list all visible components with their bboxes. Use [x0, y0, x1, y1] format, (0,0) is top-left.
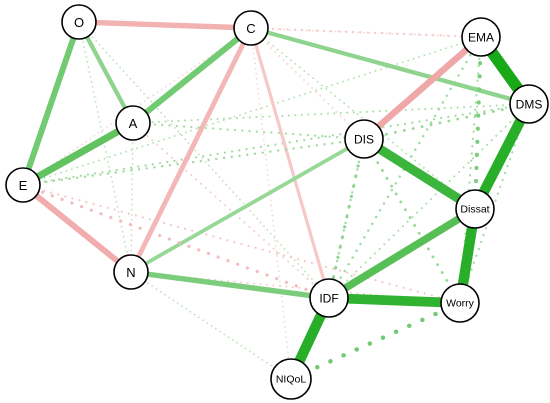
edge-dis-worry [362, 137, 462, 305]
edge-dms-worry [458, 102, 531, 305]
node-circle-dms [509, 84, 549, 124]
edge-idf-worry [324, 293, 465, 308]
node-n: N [113, 254, 149, 290]
edge-ema-worry [458, 35, 483, 305]
edge-c-dms [248, 25, 532, 107]
edge-niqol-worry [288, 300, 463, 382]
node-dissat: Dissat [455, 189, 495, 229]
edge-c-n [128, 25, 254, 275]
node-label-worry: Worry [446, 298, 475, 310]
node-circle-o [61, 4, 97, 40]
edge-c-dis [250, 27, 365, 140]
node-circle-idf [309, 278, 349, 318]
node-e: E [5, 167, 41, 203]
node-label-dissat: Dissat [460, 204, 489, 216]
node-circle-c [233, 10, 269, 46]
node-circle-worry [440, 283, 480, 323]
edge-e-ema [22, 36, 482, 186]
node-circle-e [5, 167, 41, 203]
edge-c-dissat [250, 27, 476, 210]
node-label-e: E [19, 178, 28, 193]
node-circle-n [113, 254, 149, 290]
edge-idf-dissat [325, 205, 479, 302]
edge-idf-dis [327, 137, 366, 300]
node-idf: IDF [309, 278, 349, 318]
node-label-dis: DIS [354, 133, 374, 147]
node-label-o: O [74, 15, 84, 30]
edge-ema-dissat [472, 34, 484, 212]
edge-c-niqol [250, 27, 292, 380]
node-label-a: A [129, 116, 138, 131]
node-o: O [61, 4, 97, 40]
edge-dis-ema [360, 33, 485, 143]
node-niqol: NIQoL [270, 358, 312, 400]
edge-o-n [78, 21, 132, 273]
edge-dms-idf [328, 103, 530, 299]
node-a: A [115, 105, 151, 141]
node-circle-dissat [455, 189, 495, 229]
edge-e-dis [21, 137, 366, 187]
edge-e-worry [21, 183, 462, 305]
edge-a-dms [132, 103, 530, 124]
node-label-dms: DMS [516, 98, 543, 112]
edge-e-n [20, 182, 134, 275]
edge-e-dms [21, 102, 531, 187]
node-label-idf: IDF [319, 292, 338, 306]
node-circle-dis [344, 119, 384, 159]
node-circle-niqol [270, 358, 312, 400]
node-dms: DMS [509, 84, 549, 124]
edge-e-idf [21, 183, 331, 300]
edge-a-c [130, 25, 254, 126]
edge-o-a [76, 19, 136, 126]
node-dis: DIS [344, 119, 384, 159]
node-c: C [233, 10, 269, 46]
edge-a-e [19, 119, 137, 189]
node-label-c: C [246, 21, 255, 36]
edge-dis-dissat [359, 134, 480, 214]
edges-layer [19, 19, 535, 385]
edge-a-dis [131, 121, 366, 141]
edge-n-dis [129, 137, 366, 274]
node-ema: EMA [461, 17, 501, 57]
node-label-n: N [126, 265, 135, 280]
edge-n-niqol [130, 271, 292, 380]
edge-n-idf [128, 269, 332, 301]
edge-a-n [130, 122, 134, 273]
edge-o-e [20, 19, 82, 188]
node-circle-ema [461, 17, 501, 57]
edge-dms-dis [362, 102, 531, 141]
node-circle-a [115, 105, 151, 141]
edge-o-c [76, 19, 254, 31]
edge-c-idf [249, 26, 331, 300]
node-label-niqol: NIQoL [276, 374, 307, 386]
node-label-ema: EMA [468, 31, 494, 45]
node-worry: Worry [440, 283, 480, 323]
edge-o-idf [78, 21, 330, 299]
